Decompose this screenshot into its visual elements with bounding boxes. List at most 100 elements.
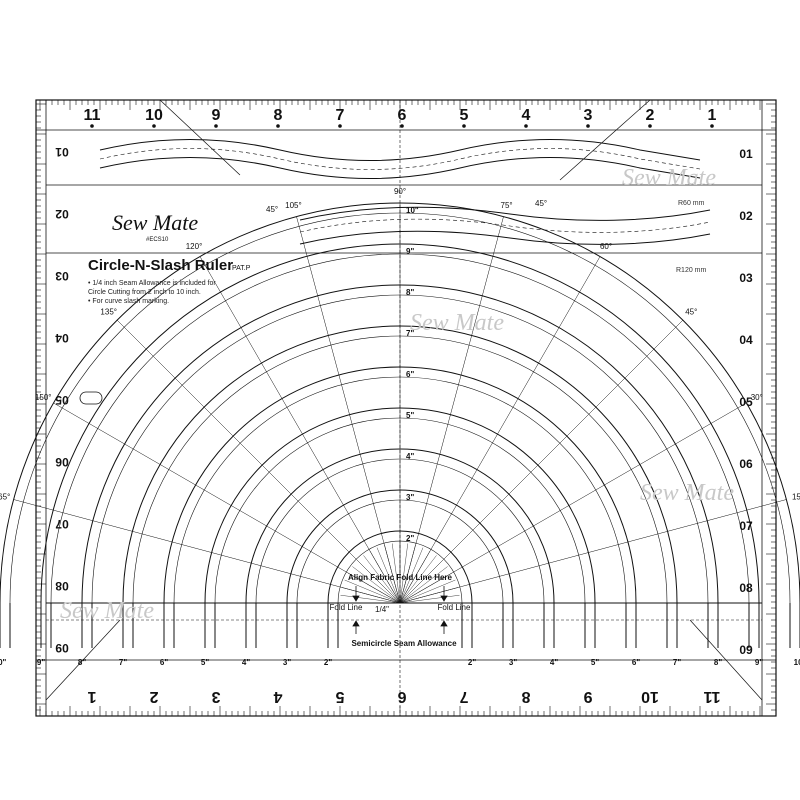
- inch-label-bottom-left: 2": [324, 658, 332, 667]
- scale-dot: [400, 124, 404, 128]
- angle-ray: [399, 216, 504, 604]
- center-ray: [399, 547, 424, 604]
- angle-label: 165°: [0, 492, 10, 501]
- angle-label: 135°: [100, 308, 117, 317]
- scale-dot: [462, 124, 466, 128]
- scale-dot: [214, 124, 218, 128]
- angle-ray: [399, 499, 787, 604]
- top-scale-number: 5: [460, 107, 469, 124]
- inch-label-bottom-right: 6": [632, 658, 640, 667]
- inch-label-center: 3": [406, 493, 414, 502]
- patent-mark: PAT.P: [232, 265, 251, 272]
- watermark-right: Sew Mate: [640, 480, 734, 506]
- angle-label: 30°: [751, 393, 763, 402]
- seam-allowance-note: Semicircle Seam Allowance: [351, 639, 457, 648]
- wave-strip-r60: [99, 139, 701, 179]
- ruler-labels: 15°30°45°60°75°90°105°120°135°150°165°2"…: [0, 107, 800, 705]
- inch-label-bottom-right: 7": [673, 658, 681, 667]
- inch-label-center: 10": [406, 206, 419, 215]
- watermark-center: Sew Mate: [410, 310, 504, 336]
- right-scale-number: 03: [739, 271, 753, 285]
- center-ray: [399, 544, 416, 604]
- bottom-scale-number: 11: [703, 688, 720, 705]
- angle-label: 75°: [501, 201, 513, 210]
- angle-label: 60°: [600, 242, 612, 251]
- inch-label-center: 8": [406, 288, 414, 297]
- inch-label-center: 5": [406, 411, 414, 420]
- inch-label-center: 9": [406, 247, 414, 256]
- center-ray: [347, 572, 401, 604]
- angle-ray: [53, 402, 401, 604]
- inch-label-bottom-right: 4": [550, 658, 558, 667]
- angle-label: 150°: [35, 393, 52, 402]
- left-scale-number: 03: [55, 269, 69, 283]
- bottom-scale-number: 7: [459, 688, 468, 705]
- angle-ray: [399, 402, 747, 604]
- center-ray: [399, 579, 456, 604]
- top-scale-number: 4: [522, 107, 531, 124]
- right-scale-number: 01: [739, 147, 753, 161]
- top-scale-number: 7: [336, 107, 345, 124]
- angle-label: 90°: [394, 187, 406, 196]
- top-scale-number: 6: [398, 107, 407, 124]
- brand-model-code: #ECS10: [146, 237, 169, 243]
- right-scale-number: 06: [739, 457, 753, 471]
- center-ray: [399, 560, 443, 604]
- center-ray: [399, 555, 437, 604]
- quarter-inch-label: 1/4": [375, 605, 389, 614]
- scale-dot: [276, 124, 280, 128]
- inch-label-bottom-left: 3": [283, 658, 291, 667]
- left-scale-number: 05: [55, 393, 69, 407]
- angle-ray: [117, 320, 401, 604]
- inch-label-center: 6": [406, 370, 414, 379]
- inch-label-center: 4": [406, 452, 414, 461]
- product-title: Circle-N-Slash Ruler: [88, 257, 233, 274]
- right-scale-number: 04: [739, 333, 753, 347]
- angle-ray: [399, 320, 683, 604]
- info-line-2: Circle Cutting from 2 inch to 10 inch.: [88, 289, 201, 296]
- diagonal-bottom-right: [689, 619, 763, 701]
- center-ray: [369, 550, 401, 604]
- inch-label-center: 7": [406, 329, 414, 338]
- inch-label-bottom-right: 10": [794, 658, 800, 667]
- scale-dot: [648, 124, 652, 128]
- right-scale-number: 07: [739, 519, 753, 533]
- bottom-scale-number: 10: [641, 688, 659, 705]
- info-line-1: • 1/4 inch Seam Allowance is included fo…: [88, 280, 216, 287]
- inch-label-bottom-left: 4": [242, 658, 250, 667]
- center-ray: [384, 544, 401, 604]
- arrow-marks: [352, 586, 448, 634]
- inch-label-center: 2": [406, 534, 414, 543]
- scale-dot: [710, 124, 714, 128]
- inch-label-bottom-right: 2": [468, 658, 476, 667]
- center-ray: [363, 555, 401, 604]
- top-scale-number: 2: [646, 107, 655, 124]
- diagonal-top-right: [559, 99, 651, 181]
- center-ray: [376, 547, 401, 604]
- angle-label: 45°: [685, 308, 697, 317]
- top-scale-number: 9: [212, 107, 221, 124]
- left-scale-number: 01: [55, 145, 69, 159]
- top-scale-number: 8: [274, 107, 283, 124]
- top-scale-number: 3: [584, 107, 593, 124]
- top-scale-number: 11: [84, 107, 101, 124]
- center-ray: [341, 587, 401, 604]
- right-scale-number: 02: [739, 209, 753, 223]
- center-ray: [357, 560, 401, 604]
- diagonal-bottom-left: [45, 619, 121, 701]
- inch-label-bottom-left: 6": [160, 658, 168, 667]
- left-scale-number: 08: [55, 579, 69, 593]
- top-scale-number: 1: [708, 107, 717, 124]
- inch-label-bottom-right: 3": [509, 658, 517, 667]
- bottom-scale-number: 1: [87, 688, 96, 705]
- top-scale-number: 10: [145, 107, 163, 124]
- angle-ray: [199, 256, 401, 604]
- inch-label-bottom-left: 5": [201, 658, 209, 667]
- inch-label-bottom-left: 7": [119, 658, 127, 667]
- diagonal-top-left: [159, 99, 241, 176]
- inch-label-bottom-left: 10": [0, 658, 7, 667]
- center-ray: [352, 566, 401, 604]
- left-scale-number: 04: [55, 331, 69, 345]
- wave-angle-label-right: 45°: [535, 199, 547, 208]
